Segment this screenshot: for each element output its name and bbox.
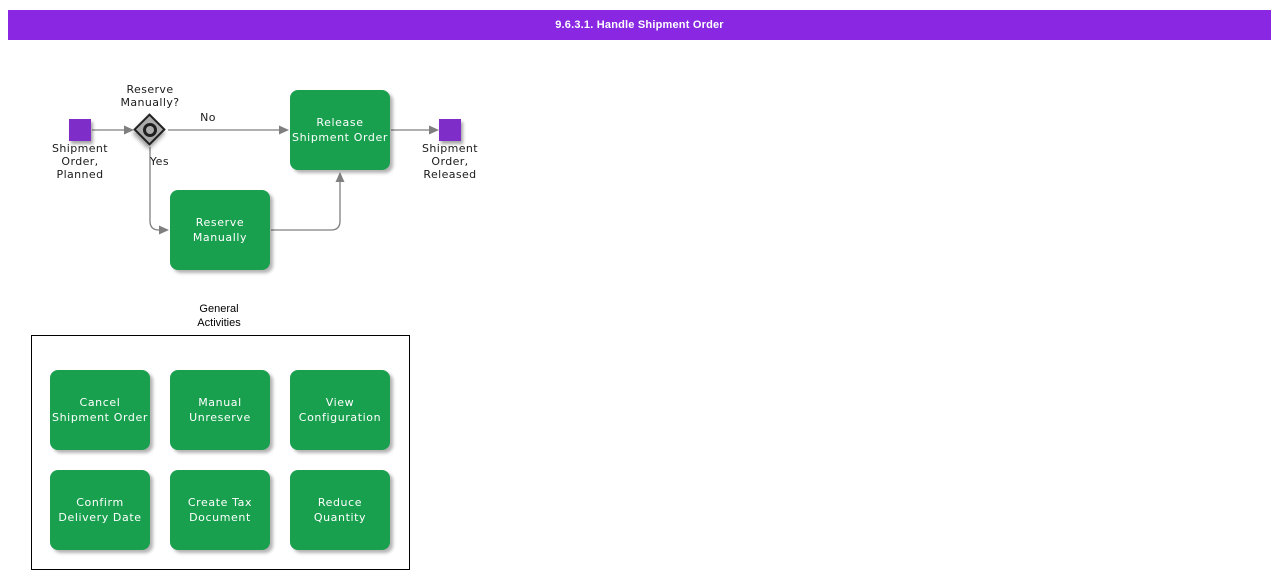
activity-button-cancel-shipment-order[interactable]: Cancel Shipment Order	[50, 370, 150, 450]
connector-yes-branch-arrowhead	[159, 225, 169, 235]
connector-reserve-to-release-arrowhead	[335, 172, 345, 182]
start-event-label: Shipment Order, Planned	[52, 142, 108, 181]
activity-button-view-configuration[interactable]: View Configuration	[290, 370, 390, 450]
yes-branch-label: Yes	[150, 155, 169, 168]
connector-reserve-to-release-line	[271, 182, 341, 231]
connector-no-branch-arrowhead	[279, 125, 289, 135]
header-bar: 9.6.3.1. Handle Shipment Order	[8, 10, 1271, 40]
activity-reserve-manually[interactable]: Reserve Manually	[170, 190, 270, 270]
start-event-node	[69, 119, 91, 141]
activity-button-confirm-delivery-date[interactable]: Confirm Delivery Date	[50, 470, 150, 550]
end-event-node	[439, 119, 461, 141]
connector-yes-branch-line	[149, 147, 160, 231]
decision-label: Reserve Manually?	[120, 83, 180, 109]
activity-button-reduce-quantity[interactable]: Reduce Quantity	[290, 470, 390, 550]
general-activities-label: General Activities	[197, 303, 241, 329]
activity-button-manual-unreserve[interactable]: Manual Unreserve	[170, 370, 270, 450]
circle-gateway-icon	[143, 123, 157, 137]
page-title: 9.6.3.1. Handle Shipment Order	[555, 19, 724, 31]
connector-start-to-decision-arrowhead	[124, 125, 134, 135]
end-event-label: Shipment Order, Released	[422, 142, 478, 181]
activity-button-create-tax-document[interactable]: Create Tax Document	[170, 470, 270, 550]
no-branch-label: No	[200, 111, 216, 124]
connector-release-to-end-arrowhead	[429, 125, 439, 135]
activity-release-shipment-order[interactable]: Release Shipment Order	[290, 90, 390, 170]
